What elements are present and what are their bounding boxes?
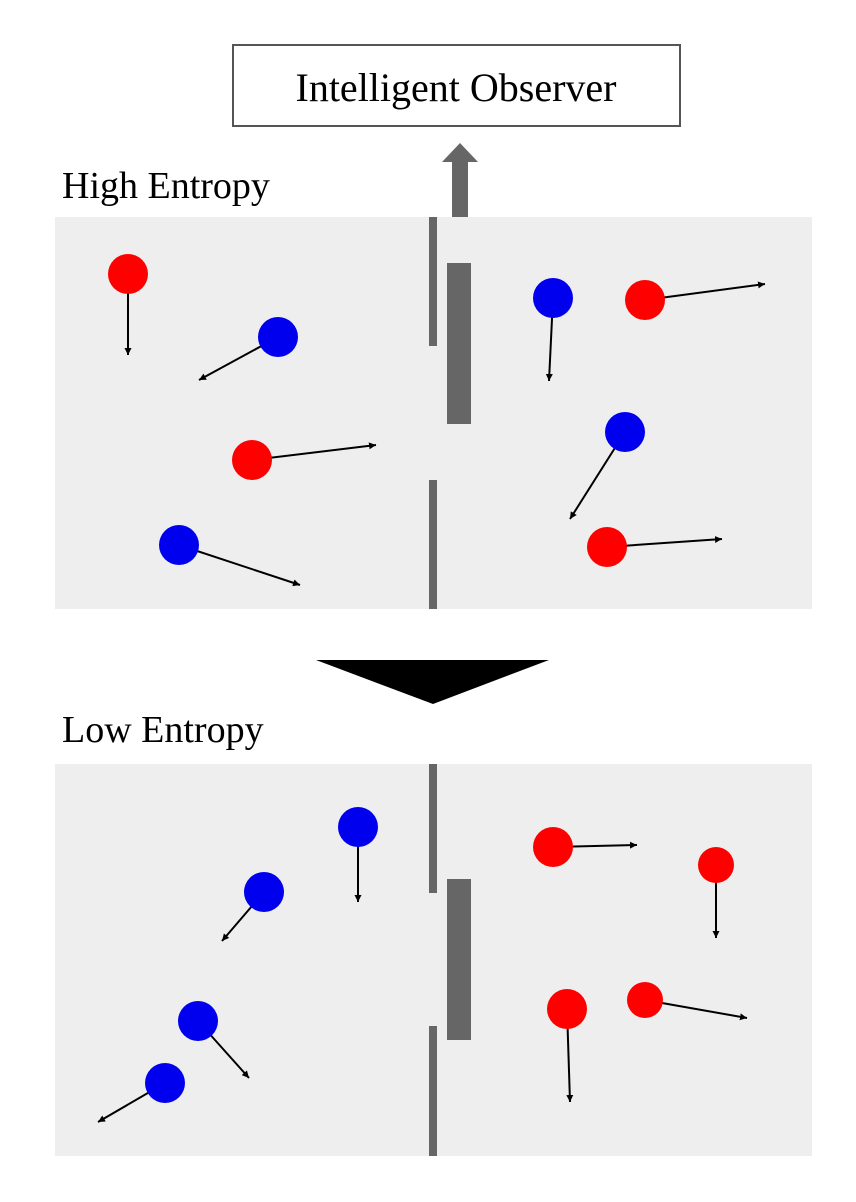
wall-upper-segment — [429, 217, 437, 346]
wall-lower-segment — [429, 1026, 437, 1156]
red-particle — [627, 982, 663, 1018]
low-entropy-label: Low Entropy — [62, 709, 264, 751]
red-particle — [108, 254, 148, 294]
blue-particle — [178, 1001, 218, 1041]
wall-upper-segment — [429, 764, 437, 893]
red-particle — [625, 280, 665, 320]
low-entropy-panel — [55, 764, 812, 1156]
observer-box-frame — [232, 44, 681, 127]
velocity-arrow — [644, 281, 766, 301]
observer-label: Intelligent Observer — [296, 65, 617, 110]
observer-link-arrow-icon — [442, 143, 478, 247]
transition-down-arrow-icon — [316, 660, 549, 704]
high-entropy-panel — [55, 217, 812, 609]
blue-particle — [338, 807, 378, 847]
blue-particle — [159, 525, 199, 565]
high-entropy-label: High Entropy — [62, 165, 270, 207]
velocity-arrow — [251, 442, 377, 461]
blue-particle — [533, 278, 573, 318]
particles — [145, 807, 734, 1103]
door-icon — [447, 879, 471, 1040]
blue-particle — [244, 872, 284, 912]
blue-particle — [145, 1063, 185, 1103]
blue-particle — [605, 412, 645, 452]
blue-particle — [258, 317, 298, 357]
red-particle — [547, 989, 587, 1029]
particles — [108, 254, 665, 567]
wall-lower-segment — [429, 480, 437, 609]
velocity-arrow — [178, 544, 301, 587]
door-icon — [447, 263, 471, 424]
red-particle — [587, 527, 627, 567]
double-headed-arrow-shape — [442, 143, 478, 247]
red-particle — [232, 440, 272, 480]
red-particle — [533, 827, 573, 867]
red-particle — [698, 847, 734, 883]
observer-box: Intelligent Observer — [232, 44, 681, 127]
